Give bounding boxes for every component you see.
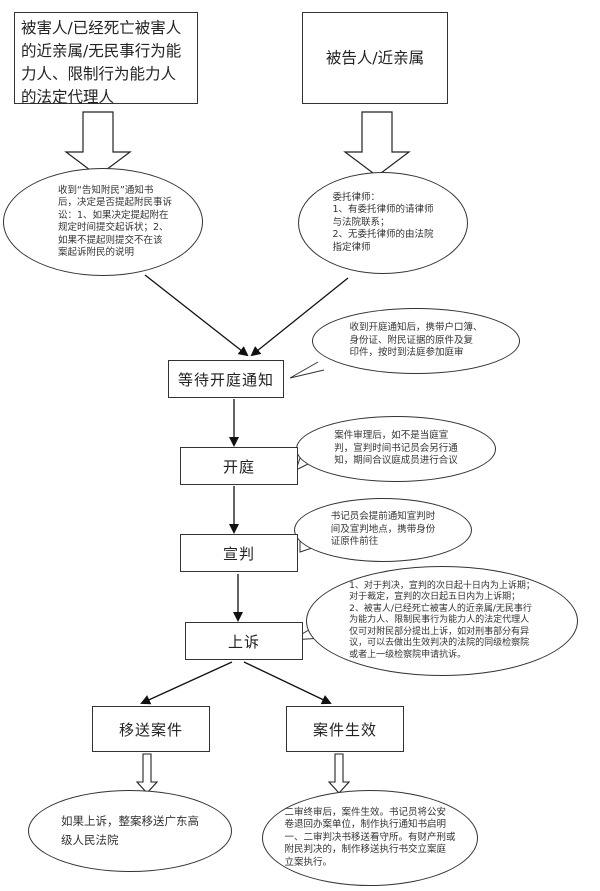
case-effective-box: 案件生效 [286,706,404,752]
verdict-box: 宣判 [180,534,298,572]
lawyer-note: 委托律师： 1、有委托律师的请律师 与法院联系； 2、无委托律师的由法院 指定律… [298,172,468,274]
victim-notice-text: 收到“告知附民”通知书 后，决定是否提起附民事诉 讼：1、如果决定提起附在 规定… [57,184,172,259]
victim-notice-note: 收到“告知附民”通知书 后，决定是否提起附民事诉 讼：1、如果决定提起附在 规定… [3,168,203,276]
transfer-note-text: 如果上诉，整案移送广东高 级人民法院 [61,814,199,847]
transfer-note: 如果上诉，整案移送广东高 级人民法院 [28,790,232,872]
transfer-case-box: 移送案件 [92,706,210,752]
hearing-box: 开庭 [180,447,298,485]
await-hearing-box: 等待开庭通知 [168,360,284,398]
defendant-party-box: 被告人/近亲属 [302,12,448,104]
hearing-notice-note: 收到开庭通知后，携带户口簿、 身份证、附民证据的原件及复 印件，按时到法庭参加庭… [312,308,520,374]
callout-tail-hearing-notice [289,361,325,379]
appeal-box: 上诉 [185,622,303,660]
verdict-note-text: 书记员会提前通知宣判时 间及宣判地点，携带身份 证原件前往 [330,511,436,548]
arrow-victim-to-await [144,274,249,357]
block-arrow-effective [327,753,351,794]
hearing-notice-text: 收到开庭通知后，携带户口簿、 身份证、附民证据的原件及复 印件，按时到法庭参加庭… [349,322,483,359]
victim-party-box: 被害人/已经死亡被害人 的近亲属/无民事行为能 力人、限制行为能力人 的法定代理… [14,12,198,106]
effective-note: 二审终审后，案件生效。书记员将公安 卷退回办案单位，制作执行通知书启明 一、二审… [262,790,478,886]
hearing-note-text: 案件审理后，如不是当庭宣 判，宣判时间书记员会另行通 知，期间合议庭成员进行合议 [334,430,458,467]
block-arrow-transfer [135,753,159,794]
arrow-lawyer-to-await [250,277,349,357]
verdict-note: 书记员会提前通知宣判时 间及宣判地点，携带身份 证原件前往 [294,498,472,562]
arrow-appeal-to-effective [243,661,332,705]
arrow-appeal-to-transfer [140,661,233,705]
block-arrow-victim [64,111,132,177]
hearing-note: 案件审理后，如不是当庭宣 判，宣判时间书记员会另行通 知，期间合议庭成员进行合议 [296,416,496,482]
lawyer-note-text: 委托律师： 1、有委托律师的请律师 与法院联系； 2、无委托律师的由法院 指定律… [332,191,434,253]
block-arrow-defendant [343,111,411,177]
effective-note-text: 二审终审后，案件生效。书记员将公安 卷退回办案单位，制作执行通知书启明 一、二审… [284,806,456,868]
appeal-note-text: 1、对于判决，宣判的次日起十日内为上诉期； 对于裁定，宣判的次日起五日内为上诉期… [349,580,535,660]
appeal-note: 1、对于判决，宣判的次日起十日内为上诉期； 对于裁定，宣判的次日起五日内为上诉期… [306,566,578,676]
